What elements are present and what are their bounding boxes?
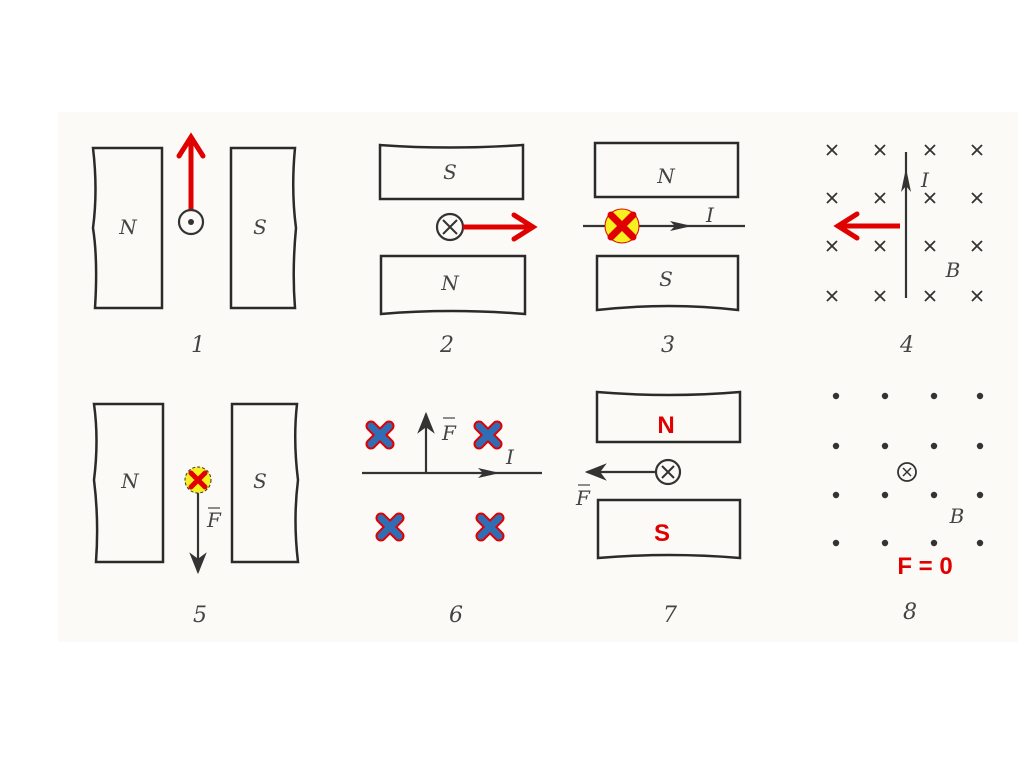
magnet-n — [379, 254, 527, 316]
field-out-icon — [881, 392, 889, 400]
field-out-icon — [976, 392, 984, 400]
pole-label-n: N — [657, 412, 674, 439]
answer-x-marker-icon — [475, 512, 505, 542]
force-label: F — [206, 508, 222, 532]
pole-label-s: S — [253, 469, 267, 493]
field-out-icon — [832, 392, 840, 400]
magnet-n — [91, 146, 164, 310]
field-into-icon — [971, 290, 983, 302]
field-out-icon — [832, 442, 840, 450]
figure-3: N S I 3 — [583, 141, 745, 358]
figure-number: 2 — [439, 333, 454, 358]
field-into-icon — [826, 240, 838, 252]
field-label: B — [949, 504, 965, 528]
field-into-icon — [826, 290, 838, 302]
magnet-n — [92, 402, 165, 564]
figure-1: N S 1 — [91, 132, 298, 358]
answer-f-zero: F = 0 — [897, 553, 952, 580]
field-out-icon — [930, 442, 938, 450]
magnet-s — [596, 498, 742, 560]
pole-label-n: N — [440, 271, 460, 295]
figure-4: I B 4 — [826, 144, 983, 358]
figure-2: S N 2 — [378, 143, 538, 358]
pole-label-s: S — [443, 160, 457, 184]
field-into-icon — [874, 240, 886, 252]
figure-number: 5 — [193, 603, 207, 628]
magnet-n — [595, 390, 742, 444]
figure-number: 1 — [191, 333, 205, 358]
current-label: I — [505, 445, 515, 469]
field-out-icon — [832, 491, 840, 499]
figure-6: F I 6 — [362, 411, 542, 628]
pole-label-s: S — [654, 520, 670, 547]
force-label: F — [575, 486, 591, 510]
field-label: B — [945, 258, 961, 282]
pole-label-s: S — [253, 215, 267, 239]
field-out-icon — [976, 442, 984, 450]
answer-x-marker-icon — [375, 512, 405, 542]
field-out-icon — [930, 491, 938, 499]
field-into-icon — [924, 290, 936, 302]
answer-x-marker-icon — [473, 420, 503, 450]
field-out-icon — [930, 539, 938, 547]
magnet-n — [593, 141, 740, 199]
field-out-icon — [881, 442, 889, 450]
field-into-icon — [924, 144, 936, 156]
field-out-icon — [930, 392, 938, 400]
field-into-icon — [874, 192, 886, 204]
figure-number: 4 — [899, 333, 914, 358]
current-label: I — [705, 203, 715, 227]
field-out-icon — [881, 491, 889, 499]
field-into-icon — [971, 240, 983, 252]
current-into-icon — [897, 462, 917, 482]
field-out-icon — [881, 539, 889, 547]
figure-number: 6 — [449, 603, 463, 628]
figure-number: 3 — [661, 333, 675, 358]
figure-8: B F = 0 8 — [832, 392, 984, 625]
field-into-icon — [924, 240, 936, 252]
scan-background — [58, 112, 1018, 642]
field-into-icon — [826, 144, 838, 156]
magnet-s — [229, 146, 298, 310]
pole-label-n: N — [656, 164, 676, 188]
field-out-icon — [976, 491, 984, 499]
figure-number: 8 — [903, 600, 917, 625]
magnet-s — [378, 143, 525, 201]
force-label: F — [441, 421, 457, 445]
answer-x-marker-icon — [365, 420, 395, 450]
field-into-icon — [971, 144, 983, 156]
field-out-icon — [832, 539, 840, 547]
figure-number: 7 — [663, 603, 677, 628]
pole-label-n: N — [120, 469, 140, 493]
figure-5: N S F 5 — [92, 402, 300, 628]
figure-7: N S F 7 — [575, 390, 742, 628]
field-into-icon — [924, 192, 936, 204]
field-out-icon — [976, 539, 984, 547]
magnet-s — [595, 254, 740, 312]
pole-label-s: S — [659, 267, 673, 291]
pole-label-n: N — [118, 215, 138, 239]
field-into-icon — [874, 144, 886, 156]
field-into-icon — [874, 290, 886, 302]
magnet-s — [230, 402, 300, 564]
field-into-icon — [971, 192, 983, 204]
field-into-icon — [826, 192, 838, 204]
current-label: I — [920, 168, 930, 192]
current-out-icon — [177, 208, 205, 236]
